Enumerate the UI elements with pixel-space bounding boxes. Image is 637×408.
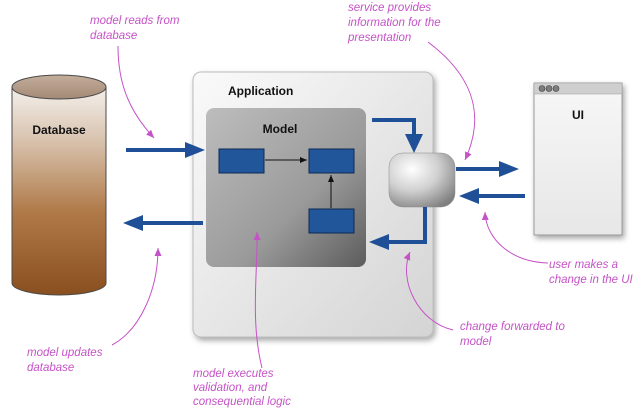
model-box: Model [206, 108, 366, 267]
note-model-reads: model reads from database [90, 15, 183, 42]
note-model-updates: model updates database [27, 347, 106, 374]
note-user-change: user makes a change in the UI [549, 259, 634, 286]
service-node [388, 152, 456, 208]
flow-arrows [123, 118, 525, 250]
model-label: Model [263, 122, 298, 136]
window-traffic-lights-icon [538, 85, 560, 92]
application-label: Application [228, 84, 293, 98]
arrow-ui-to-service [459, 188, 525, 204]
note-model-executes: model executes validation, and consequen… [193, 368, 291, 408]
note-change-forwarded: change forwarded to model [460, 321, 568, 348]
model-block-bottom [308, 208, 355, 234]
model-block-right [308, 148, 355, 174]
connector-change-forwarded [403, 251, 454, 331]
arrow-service-to-ui [456, 161, 519, 177]
arrow-model-to-service [372, 118, 423, 153]
annotation-connectors [111, 41, 549, 369]
database-cylinder: Database [11, 74, 107, 296]
ui-window-titlebar [533, 82, 623, 95]
arrow-service-to-model [369, 207, 427, 250]
connector-service-provides [427, 41, 476, 161]
note-service-provides: service provides information for the pre… [347, 2, 444, 44]
ui-window: UI [533, 82, 623, 236]
ui-label: UI [572, 108, 584, 122]
connector-model-updates [111, 247, 162, 346]
arrow-model-to-db [123, 215, 203, 231]
model-block-left [218, 148, 265, 174]
database-label: Database [32, 123, 86, 137]
connector-user-change [481, 211, 549, 264]
arrow-db-to-model [126, 142, 205, 158]
connector-model-executes [253, 231, 263, 369]
connector-model-reads [117, 45, 155, 139]
